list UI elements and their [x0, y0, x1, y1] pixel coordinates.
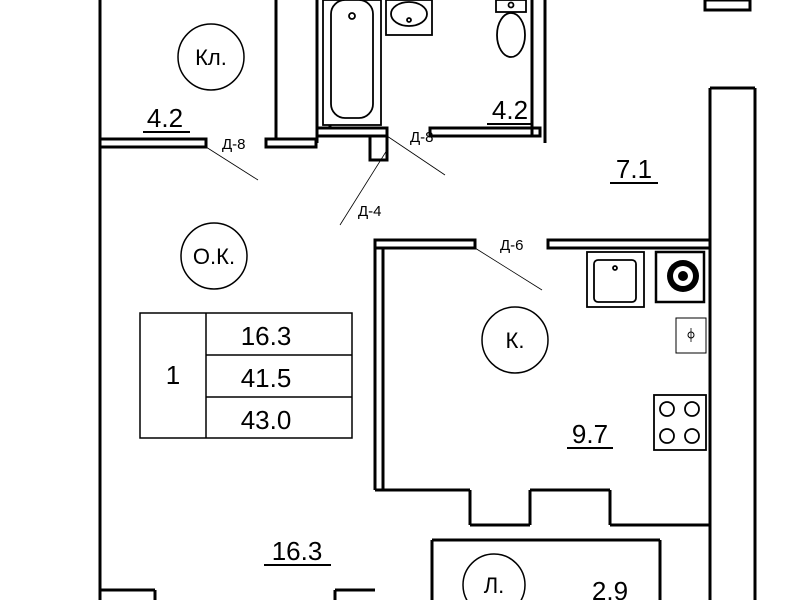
- toilet-icon: [495, 0, 527, 58]
- kitchen-sink-icon: [586, 251, 645, 308]
- area-kitchen: 9.7: [567, 419, 613, 449]
- bathroom-walls: [315, 0, 547, 162]
- living-label: О.К.: [193, 244, 235, 269]
- kitchen-label: К.: [506, 328, 525, 353]
- door-label-bath: Д-8: [410, 129, 434, 146]
- room-label-living: О.К.: [180, 222, 248, 290]
- rooms-count: 1: [166, 360, 180, 390]
- living-area-value: 16.3: [241, 321, 292, 351]
- svg-text:9.7: 9.7: [572, 419, 608, 449]
- door-label-kitchen: Д-6: [500, 237, 524, 254]
- bathtub-icon: [322, 0, 382, 126]
- outer-walls: [98, 0, 757, 600]
- svg-text:2.9: 2.9: [592, 576, 628, 600]
- svg-text:16.3: 16.3: [272, 536, 323, 566]
- door-label-closet: Д-8: [222, 136, 246, 153]
- closet-label: Кл.: [195, 45, 227, 70]
- total-area-value: 41.5: [241, 363, 292, 393]
- svg-text:7.1: 7.1: [616, 154, 652, 184]
- room-label-kitchen: К.: [481, 306, 549, 374]
- loggia-label: Л.: [484, 573, 505, 598]
- svg-text:4.2: 4.2: [492, 95, 528, 125]
- area-bathroom: 4.2: [487, 95, 533, 125]
- area-living: 16.3: [264, 536, 331, 566]
- kitchen-walls: [373, 238, 712, 527]
- gas-outlet-icon: [675, 317, 707, 354]
- total-with-loggia-value: 43.0: [241, 405, 292, 435]
- room-label-loggia: Л.: [462, 553, 526, 600]
- area-loggia: 2.9: [592, 576, 628, 600]
- area-closet: 4.2: [143, 103, 190, 133]
- sink-icon: [385, 0, 433, 36]
- room-label-closet: Кл.: [177, 23, 245, 91]
- loggia-walls: [430, 538, 662, 600]
- door-swings: [205, 135, 543, 291]
- boiler-icon: [654, 250, 706, 304]
- svg-text:4.2: 4.2: [147, 103, 183, 133]
- door-label-living: Д-4: [358, 203, 382, 220]
- stove-icon: [653, 394, 707, 451]
- area-hall: 7.1: [610, 154, 658, 184]
- apartment-summary-table: 1 16.3 41.5 43.0: [139, 312, 353, 439]
